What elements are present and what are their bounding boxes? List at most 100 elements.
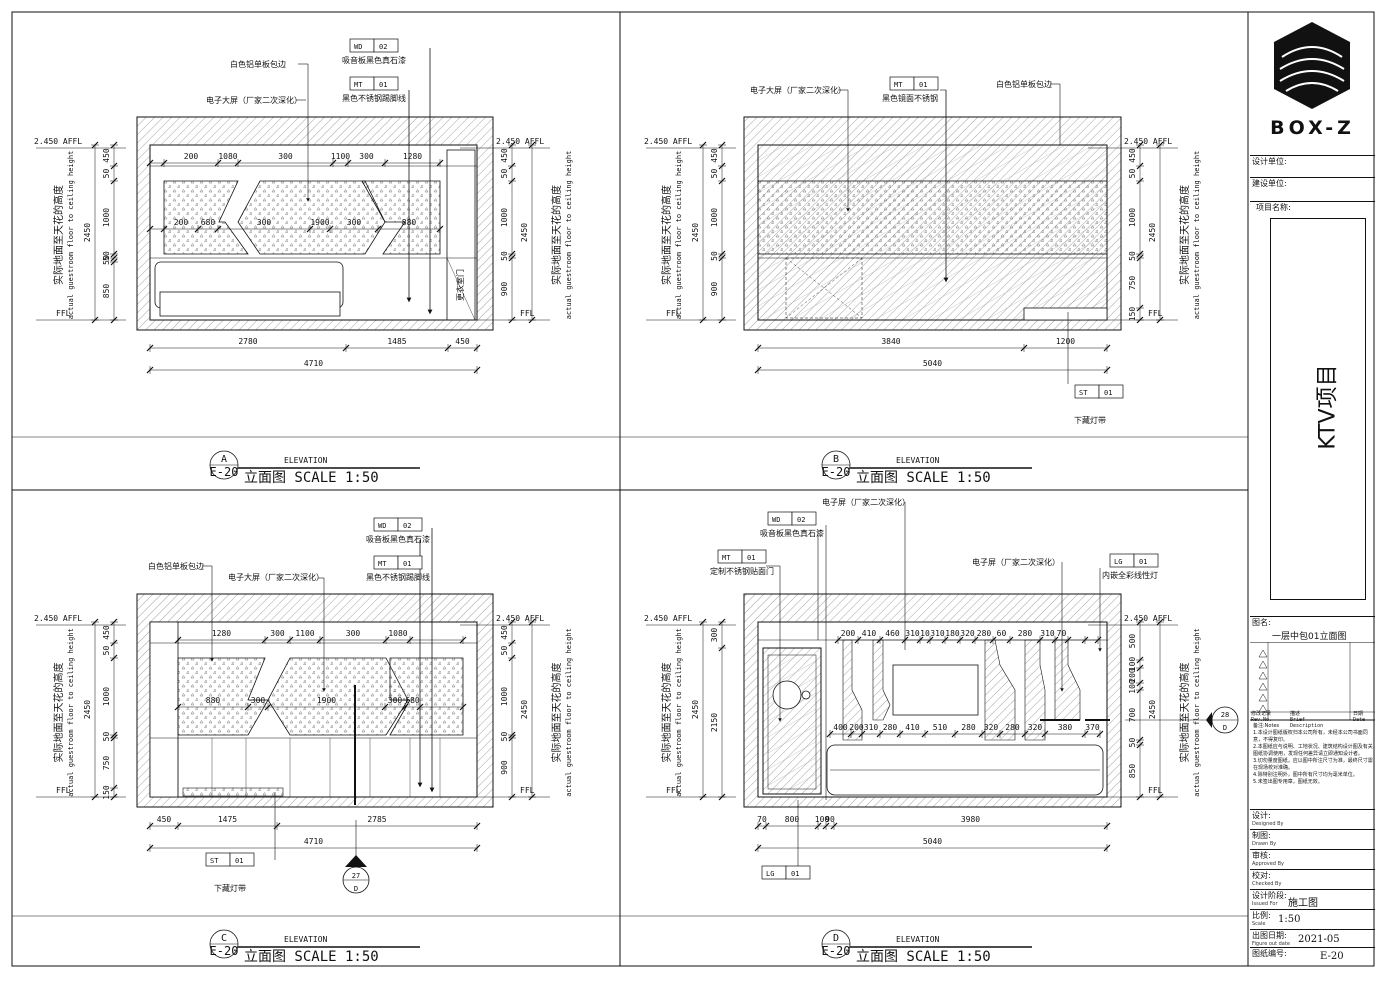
d-right-total-dim: 2450 (1148, 700, 1157, 719)
d-bottom-tick (754, 822, 762, 830)
c-left-tick (110, 734, 118, 742)
c-top-tick (406, 636, 414, 644)
a-ffl-r: FFL (520, 309, 535, 318)
d-ffl-l: FFL (666, 786, 681, 795)
d-ceiling-r: 2.450 AFFL (1124, 614, 1172, 623)
a-top-tick (329, 159, 337, 167)
d-right-tick (1136, 736, 1144, 744)
c-total-dim: 4710 (304, 837, 323, 846)
builder-unit: 建设单位: (1250, 177, 1375, 200)
revision-table (1250, 642, 1375, 721)
a-top-tick (234, 159, 242, 167)
d-low-tick (876, 730, 884, 738)
b-right-dim: 50 (1128, 169, 1137, 179)
d-tag-lg-num: 01 (1139, 558, 1147, 566)
a-tag-wd-num: 02 (379, 43, 387, 51)
d-top-dim: 200 (841, 629, 856, 638)
c-right-tick (508, 731, 516, 739)
c-right-dim: 50 (500, 646, 509, 656)
d-left-total-tick (699, 618, 707, 626)
checked-row: 校对:Checked By (1250, 869, 1375, 890)
d-tag-wd-text: 吸音板黑色真石漆 (760, 528, 824, 538)
d-low-tick (951, 730, 959, 738)
c-ceiling-r: 2.450 AFFL (496, 614, 544, 623)
b-tag-mt-num: 01 (919, 81, 927, 89)
c-tag-mt-num-box (397, 555, 423, 570)
c-right-dim: 900 (500, 760, 509, 775)
c-left-dim: 50 (102, 646, 111, 656)
d-right-total-tick (1156, 618, 1164, 626)
note-5: 5.未签出图专用章，图纸无效。 (1253, 779, 1323, 785)
a-mid-tick (194, 225, 202, 233)
a-mid-tick (436, 225, 444, 233)
c-right-dim: 50 (500, 732, 509, 742)
note-3: 3.切勿量度图纸，应以图中所注尺寸为准，最终尺寸需在现场校对准确。 (1253, 758, 1373, 771)
d-tag-lg-code: LG (1114, 558, 1122, 566)
a-bottom-tick (342, 344, 350, 352)
c-r-height-en: actual guestroom floor to ceiling height (565, 628, 573, 797)
b-right-tick (1136, 250, 1144, 258)
a-mid-dim: 680 (201, 218, 216, 227)
a-left-dim: 850 (102, 284, 111, 299)
d-bottom-tick (814, 822, 822, 830)
b-bottom-tick (754, 344, 762, 352)
a-height-cn: 实际地面至天花的高度 (52, 185, 65, 285)
d-top-tick (1036, 636, 1044, 644)
b-left-tick (718, 162, 726, 170)
c-mid-dim: 1900 (317, 696, 336, 705)
c-left-total-dim: 2450 (83, 700, 92, 719)
c-tag-wd-num: 02 (403, 522, 411, 530)
d-top-dim: 310 (1040, 629, 1055, 638)
a-mid-tick (214, 225, 222, 233)
d-left-dim: 300 (710, 628, 719, 643)
d-left-total-dim: 2450 (691, 700, 700, 719)
d-right-tick (1136, 686, 1144, 694)
a-bottom-dim: 2780 (238, 337, 257, 346)
d-top-dim: 460 (885, 629, 900, 638)
c-top-tick (382, 636, 390, 644)
d-bottom-dim: 3980 (961, 815, 980, 824)
a-tag-mt-num: 01 (379, 81, 387, 89)
drawing-name-box: 图名: 一层中包01立面图 (1250, 616, 1375, 643)
c-right-tick (508, 639, 516, 647)
a-top-dim: 300 (359, 152, 374, 161)
d-low-tick (858, 730, 866, 738)
a-right-total-tick (528, 141, 536, 149)
c-mid-dim: 300 (388, 696, 403, 705)
d-bottom-dim: 800 (785, 815, 800, 824)
a-left-dim: 450 (102, 148, 111, 163)
d-label-screen-2: 电子屏（厂家二次深化） (972, 557, 1060, 567)
d-right-tick (1136, 656, 1144, 664)
d-bottom-tick (822, 822, 830, 830)
d-r-height-cn: 实际地面至天花的高度 (1178, 663, 1191, 763)
d-low-dim: 280 (961, 723, 976, 732)
d-top-tick (1051, 636, 1059, 644)
b-bottom-dim: 3840 (881, 337, 900, 346)
c-total-tick (146, 844, 154, 852)
drawn-row: 制图:Drawn By (1250, 829, 1375, 850)
a-bottom-dim: 1485 (387, 337, 406, 346)
d-right-tick (1136, 741, 1144, 749)
d-tag-wd-num: 02 (797, 516, 805, 524)
b-ffl-r: FFL (1148, 309, 1163, 318)
a-caption-elevation: ELEVATION (284, 456, 328, 465)
a-top-dim: 300 (278, 152, 293, 161)
c-top-dim: 1100 (295, 629, 314, 638)
d-low-dim: 410 (905, 723, 920, 732)
d-top-tick (901, 636, 909, 644)
a-mid-dim: 880 (402, 218, 417, 227)
a-top-dim: 1080 (218, 152, 237, 161)
d-low-tick (826, 730, 834, 738)
project-box: 项目名称: (1250, 201, 1375, 617)
a-top-dim: 200 (184, 152, 199, 161)
d-right-tick (1136, 664, 1144, 672)
d-low-tick (978, 730, 986, 738)
d-top-tick (1094, 636, 1102, 644)
b-right-tick (1136, 304, 1144, 312)
b-bottom-dim: 1200 (1056, 337, 1075, 346)
c-tag-mt-num: 01 (403, 560, 411, 568)
a-top-dim: 1100 (331, 152, 350, 161)
a-ceiling-l: 2.450 AFFL (34, 137, 82, 146)
c-left-tick (110, 618, 118, 626)
c-mid-tick (174, 703, 182, 711)
